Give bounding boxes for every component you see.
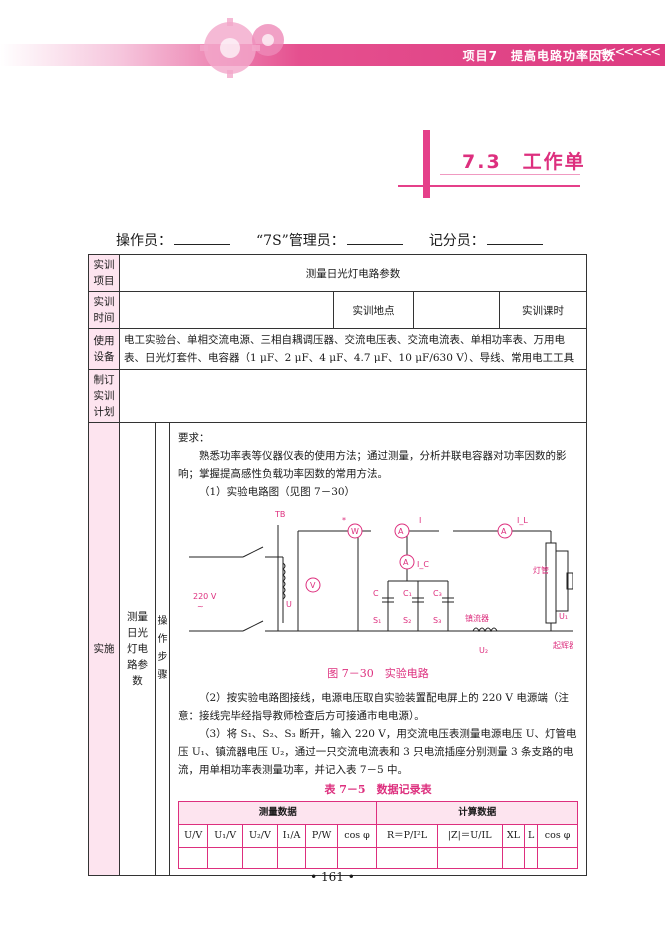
step-2: （2）按实验电路图接线，电源电压取自实验装置配电屏上的 220 V 电源端（注意… (178, 692, 569, 722)
table-row: U/V U₁/V U₂/V I₁/A P/W cos φ R＝P/I²L |Z|… (177, 824, 579, 848)
col-p: P/W (305, 824, 338, 848)
step-3: （3）将 S₁、S₂、S₃ 断开，输入 220 V，用交流电压表测量电源电压 U… (178, 728, 577, 776)
page-number: • 161 • (310, 870, 355, 884)
role-operator: 操作员： (116, 230, 230, 250)
table-row: 实训项目 测量日光灯电路参数 (88, 254, 588, 292)
table-row: 实训时间 实训地点 实训课时 (88, 291, 588, 329)
impl-label: 实施 (88, 422, 120, 876)
req-title: 要求： (178, 432, 210, 444)
measured-group-header: 测量数据 (177, 801, 378, 825)
wattmeter-star-label: * (342, 516, 346, 525)
operator-blank[interactable] (174, 244, 230, 245)
tb-label: TB (274, 510, 285, 519)
switch-s2-label: S₂ (403, 616, 411, 625)
col-l: L (524, 824, 539, 848)
impl-sub-label: 测量日光灯电路参数 (119, 422, 156, 876)
role-scorer: 记分员： (429, 230, 543, 250)
header-band (0, 44, 665, 66)
calculated-group-header: 计算数据 (376, 801, 579, 825)
section-underline (398, 185, 580, 187)
place-value[interactable] (413, 291, 500, 329)
switch-s1-label: S₁ (373, 616, 381, 625)
role-7s-manager: “7S”管理员： (256, 230, 403, 250)
col-cos: cos φ (336, 824, 378, 848)
project-value: 测量日光灯电路参数 (118, 254, 588, 292)
source-label: 220 V (193, 592, 217, 601)
figure-caption: 图 7－30 实验电路 (327, 667, 429, 680)
starter-label: 起辉器 (553, 641, 573, 650)
col-i1: I₁/A (276, 824, 307, 848)
ammeter-c-label: A (403, 558, 409, 567)
u1-label: U₁ (559, 612, 568, 621)
data-table-caption: 表 7－5 数据记录表 (324, 783, 432, 796)
current-i-label: I (419, 516, 421, 525)
section-underline-thin (440, 174, 580, 175)
col-u2: U₂/V (242, 824, 278, 848)
step-1: （1）实验电路图（见图 7－30） (199, 486, 356, 498)
hours-label: 实训课时 (498, 291, 588, 329)
data-record-table: 测量数据 计算数据 U/V U₁/V U₂/V I₁/A P/W cos φ R… (177, 801, 579, 869)
cap-c1-label: C₁ (403, 589, 412, 598)
u-label: U (286, 600, 292, 609)
table-row: 测量数据 计算数据 (177, 801, 579, 825)
col-cos-calc: cos φ (537, 824, 579, 848)
current-il-label: I_L (517, 516, 528, 525)
7s-manager-blank[interactable] (346, 244, 403, 245)
col-xl: XL (501, 824, 526, 848)
equipment-value: 电工实验台、单相交流电源、三相自耦调压器、交流电压表、交流电流表、单相功率表、万… (118, 328, 588, 370)
table-row (177, 847, 579, 869)
work-order-table: 实训项目 测量日光灯电路参数 实训时间 实训地点 实训课时 使用设备 电工实验台… (88, 254, 588, 876)
col-r: R＝P/I²L (376, 824, 438, 848)
roles-line: 操作员： “7S”管理员： 记分员： (116, 230, 586, 250)
impl-content: 要求： 熟悉功率表等仪器仪表的使用方法；通过测量，分析并联电容器对功率因数的影响… (168, 422, 588, 876)
cap-c-label: C (373, 589, 379, 598)
ammeter-l-label: A (501, 527, 507, 536)
table-row: 使用设备 电工实验台、单相交流电源、三相自耦调压器、交流电压表、交流电流表、单相… (88, 328, 588, 370)
steps-label: 操作步骤 (155, 422, 170, 876)
time-value[interactable] (119, 291, 334, 329)
ammeter-total-label: A (398, 527, 404, 536)
wattmeter-label: W (351, 527, 359, 536)
u2-label: U₂ (479, 646, 488, 655)
scorer-blank[interactable] (486, 244, 543, 245)
table-row: 制订实训计划 (88, 369, 588, 423)
plan-value[interactable] (118, 369, 588, 423)
ballast-label: 镇流器 (465, 613, 489, 623)
circuit-diagram: TB 220 V ~ U V W * A I A I_C A I_L C C₁ … (189, 510, 574, 655)
chevron-decoration-icon: <<<<<<< (596, 45, 661, 60)
voltmeter-label: V (310, 581, 316, 590)
gear-decoration-icon (200, 18, 284, 78)
col-u: U/V (177, 824, 209, 848)
cap-c3-label: C₃ (433, 589, 442, 598)
place-label: 实训地点 (333, 291, 414, 329)
time-label: 实训时间 (88, 291, 120, 329)
col-u1: U₁/V (207, 824, 244, 848)
section-accent-bar (423, 130, 430, 198)
equipment-label: 使用设备 (88, 328, 120, 370)
project-label: 实训项目 (88, 254, 120, 292)
switch-s3-label: S₃ (433, 616, 441, 625)
source-tilde-label: ~ (197, 602, 204, 611)
current-ic-label: I_C (417, 560, 429, 569)
req-text: 熟悉功率表等仪器仪表的使用方法；通过测量，分析并联电容器对功率因数的影响；掌握提… (178, 450, 567, 480)
table-row: 实施 测量日光灯电路参数 操作步骤 要求： 熟悉功率表等仪器仪表的使用方法；通过… (88, 422, 588, 876)
col-z: |Z|＝U/IL (436, 824, 503, 848)
section-title: 7.3 工作单 (462, 151, 586, 173)
plan-label: 制订实训计划 (88, 369, 120, 423)
lamp-label: 灯管 (533, 565, 549, 575)
chapter-title: 项目7 提高电路功率因数 (462, 49, 615, 63)
